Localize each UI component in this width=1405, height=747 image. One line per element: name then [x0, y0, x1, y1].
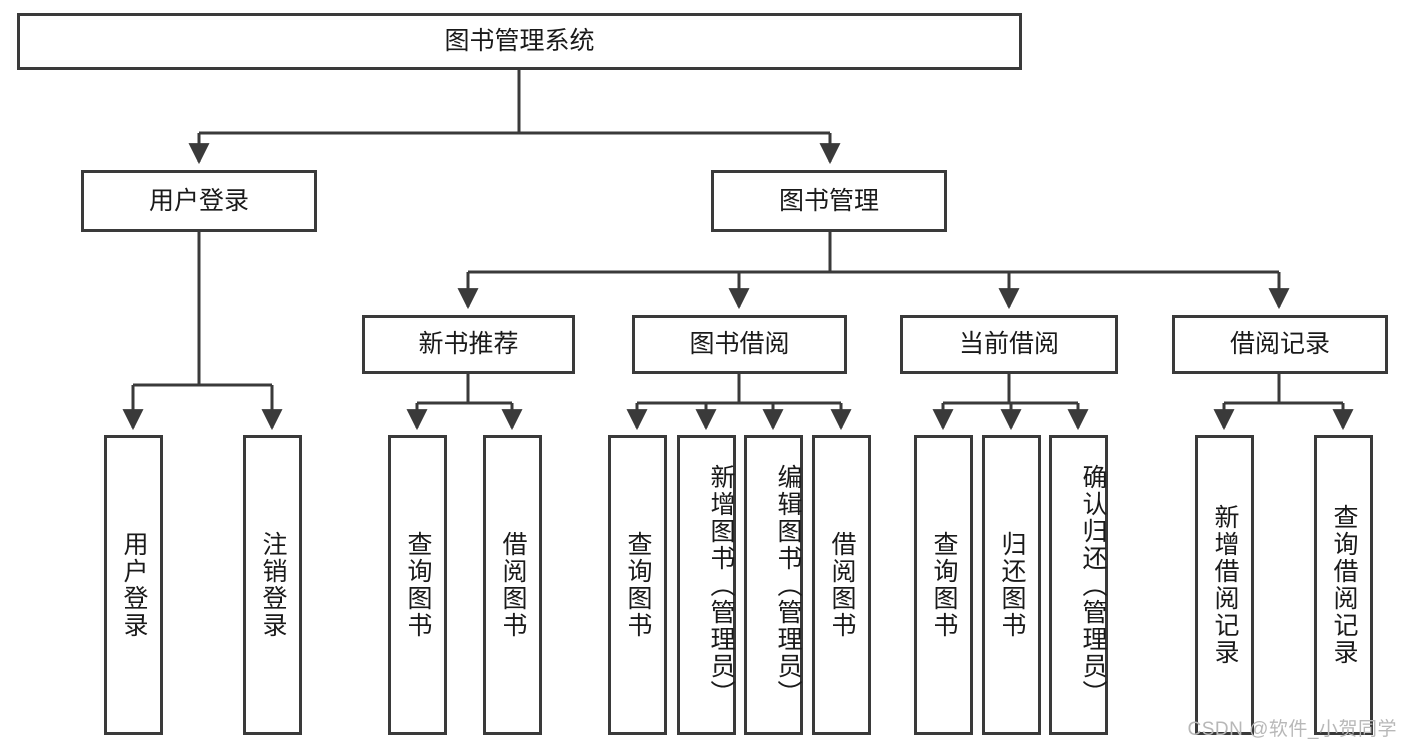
leaf-current-borrow-query[interactable]: 查询图书: [914, 435, 973, 735]
leaf-new-book-query[interactable]: 查询图书: [388, 435, 447, 735]
leaf-new-book-borrow[interactable]: 借阅图书: [483, 435, 542, 735]
leaf-book-borrow-lend[interactable]: 借阅图书: [812, 435, 871, 735]
node-current-borrow[interactable]: 当前借阅: [900, 315, 1118, 374]
leaf-user-login-login[interactable]: 用户登录: [104, 435, 163, 735]
node-root-system[interactable]: 图书管理系统: [17, 13, 1022, 70]
leaf-current-borrow-confirm-return[interactable]: 确认归还（管理员）: [1049, 435, 1108, 735]
leaf-user-login-logout[interactable]: 注销登录: [243, 435, 302, 735]
leaf-borrow-record-query[interactable]: 查询借阅记录: [1314, 435, 1373, 735]
node-book-management[interactable]: 图书管理: [711, 170, 947, 232]
leaf-book-borrow-add[interactable]: 新增图书（管理员）: [677, 435, 736, 735]
leaf-book-borrow-query[interactable]: 查询图书: [608, 435, 667, 735]
node-borrow-record[interactable]: 借阅记录: [1172, 315, 1388, 374]
leaf-book-borrow-edit[interactable]: 编辑图书（管理员）: [744, 435, 803, 735]
node-user-login[interactable]: 用户登录: [81, 170, 317, 232]
leaf-current-borrow-return[interactable]: 归还图书: [982, 435, 1041, 735]
node-new-book-recommend[interactable]: 新书推荐: [362, 315, 575, 374]
node-book-borrow[interactable]: 图书借阅: [632, 315, 847, 374]
leaf-borrow-record-add[interactable]: 新增借阅记录: [1195, 435, 1254, 735]
csdn-watermark: CSDN @软件_小贺同学: [1187, 719, 1397, 740]
